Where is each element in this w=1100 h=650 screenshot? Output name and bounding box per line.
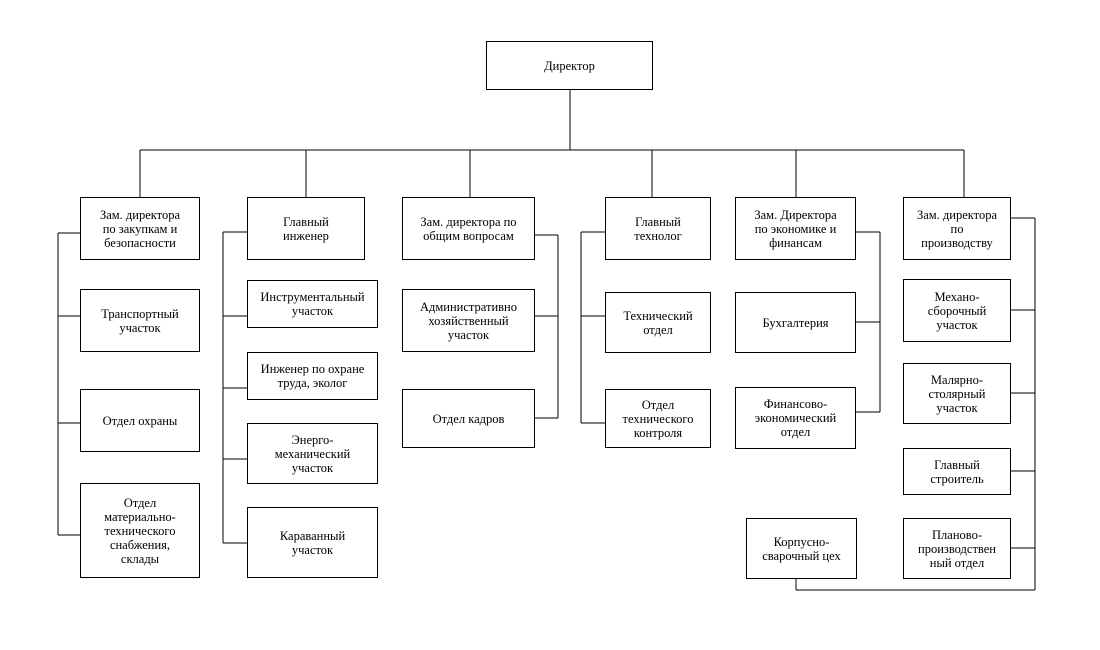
node-hull-welding-shop: Корпусно- сварочный цех (746, 518, 857, 579)
node-label: Планово- производствен ный отдел (918, 527, 996, 570)
node-security-department: Отдел охраны (80, 389, 200, 452)
node-label: Главный технолог (634, 214, 682, 243)
node-label: Корпусно- сварочный цех (762, 534, 841, 563)
node-deputy-economics-finance: Зам. Директора по экономике и финансам (735, 197, 856, 260)
node-tool-site: Инструментальный участок (247, 280, 378, 328)
node-mechanical-assembly-site: Механо- сборочный участок (903, 279, 1011, 342)
node-accounting: Бухгалтерия (735, 292, 856, 353)
node-label: Директор (544, 58, 595, 73)
node-label: Отдел кадров (432, 411, 505, 426)
node-paint-carpentry-site: Малярно- столярный участок (903, 363, 1011, 424)
node-deputy-general-affairs: Зам. директора по общим вопросам (402, 197, 535, 260)
node-label: Инженер по охране труда, эколог (260, 362, 365, 390)
node-chief-builder: Главный строитель (903, 448, 1011, 495)
node-finance-economics-department: Финансово- экономический отдел (735, 387, 856, 449)
node-deputy-procurement-security: Зам. директора по закупкам и безопасност… (80, 197, 200, 260)
node-label: Бухгалтерия (762, 315, 829, 330)
node-deputy-production: Зам. директора по производству (903, 197, 1011, 260)
node-technical-department: Технический отдел (605, 292, 711, 353)
node-label: Зам. директора по общим вопросам (420, 214, 517, 243)
node-label: Механо- сборочный участок (927, 289, 987, 332)
node-label: Главный строитель (930, 457, 984, 486)
node-label: Отдел материально- технического снабжени… (104, 495, 176, 566)
node-label: Зам. директора по закупкам и безопасност… (99, 207, 181, 250)
node-chief-technologist: Главный технолог (605, 197, 711, 260)
node-safety-engineer: Инженер по охране труда, эколог (247, 352, 378, 400)
node-label: Караванный участок (279, 528, 346, 557)
node-label: Транспортный участок (101, 306, 179, 335)
node-label: Малярно- столярный участок (928, 372, 986, 415)
node-director: Директор (486, 41, 653, 90)
node-label: Зам. директора по производству (916, 207, 998, 250)
node-caravan-site: Караванный участок (247, 507, 378, 578)
node-energy-mechanical-site: Энерго- механический участок (247, 423, 378, 484)
node-planning-department: Планово- производствен ный отдел (903, 518, 1011, 579)
node-label: Административно хозяйственный участок (420, 299, 517, 342)
node-label: Инструментальный участок (260, 290, 365, 318)
node-quality-control: Отдел технического контроля (605, 389, 711, 448)
node-hr-department: Отдел кадров (402, 389, 535, 448)
node-label: Отдел технического контроля (622, 397, 694, 440)
node-label: Зам. Директора по экономике и финансам (754, 207, 837, 250)
node-label: Финансово- экономический отдел (754, 397, 837, 439)
node-label: Энерго- механический участок (274, 432, 351, 475)
node-chief-engineer: Главный инженер (247, 197, 365, 260)
node-transport-site: Транспортный участок (80, 289, 200, 352)
node-label: Главный инженер (283, 214, 329, 243)
node-label: Технический отдел (623, 308, 693, 337)
node-label: Отдел охраны (102, 413, 178, 428)
node-administrative-site: Административно хозяйственный участок (402, 289, 535, 352)
node-supply-department: Отдел материально- технического снабжени… (80, 483, 200, 578)
